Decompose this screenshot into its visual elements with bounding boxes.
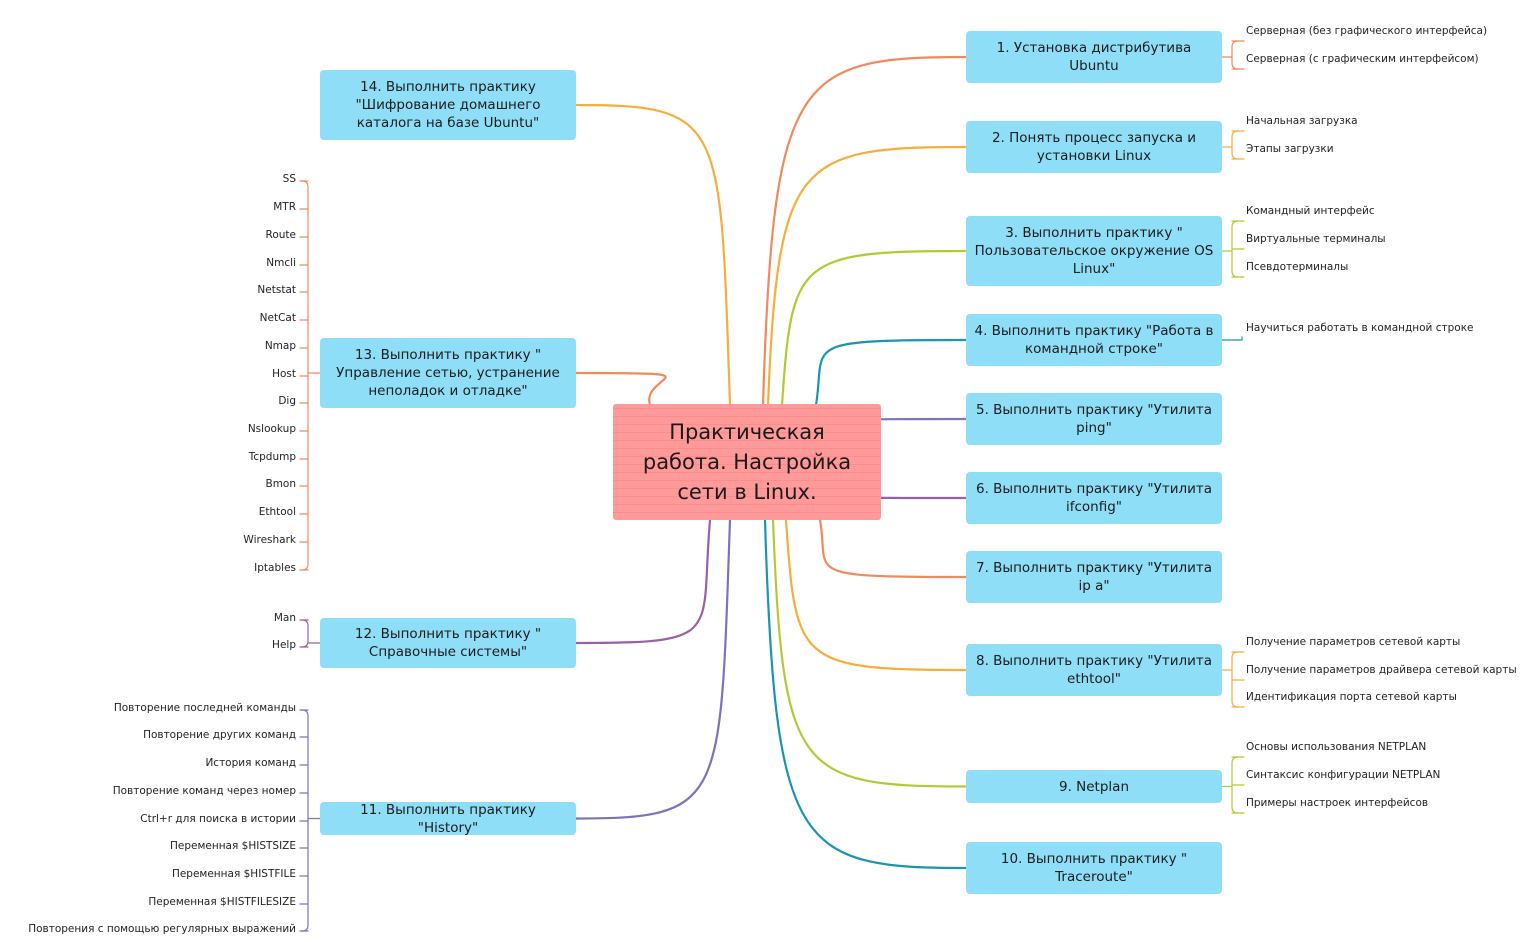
topic-5[interactable]: 5. Выполнить практику "Утилита ping"	[966, 393, 1222, 445]
topic-2[interactable]: 2. Понять процесс запуска и установки Li…	[966, 121, 1222, 173]
subtopic-bracket	[301, 619, 309, 648]
subtopic[interactable]: Синтаксис конфигурации NETPLAN	[1246, 769, 1441, 781]
subtopic[interactable]: Nslookup	[247, 423, 296, 435]
topic-connector-1	[761, 55, 968, 407]
topic-12[interactable]: 12. Выполнить практику " Справочные сист…	[320, 618, 576, 668]
subtopic[interactable]: SS	[282, 173, 296, 185]
topic-label: 3. Выполнить практику " Пользовательское…	[974, 225, 1214, 277]
subtopic[interactable]: Ctrl+r для поиска в истории	[140, 813, 296, 825]
topic-label: 14. Выполнить практику "Шифрование домаш…	[355, 79, 541, 131]
subtopic[interactable]: Этапы загрузки	[1246, 143, 1334, 155]
subtopic[interactable]: Bmon	[265, 478, 296, 490]
topic-4[interactable]: 4. Выполнить практику "Работа в командно…	[966, 314, 1222, 366]
topic-11[interactable]: 11. Выполнить практику "History"	[320, 801, 576, 836]
subtopic[interactable]: Переменная $HISTSIZE	[169, 840, 296, 852]
central-topic-label: Практическая работа. Настройка сети в Li…	[642, 420, 852, 504]
subtopic[interactable]: Help	[272, 639, 296, 651]
topic-9[interactable]: 9. Netplan	[966, 770, 1222, 803]
topic-7[interactable]: 7. Выполнить практику "Утилита ip a"	[966, 551, 1222, 603]
subtopic-bracket	[1231, 130, 1239, 160]
subtopic[interactable]: Nmap	[264, 340, 296, 352]
topic-label: 5. Выполнить практику "Утилита ping"	[975, 402, 1213, 436]
topic-connector-14	[574, 103, 732, 407]
central-topic[interactable]: Практическая работа. Настройка сети в Li…	[613, 404, 881, 520]
subtopic[interactable]: Получение параметров драйвера сетевой ка…	[1246, 664, 1517, 676]
subtopic[interactable]: Научиться работать в командной строке	[1246, 322, 1474, 334]
topic-connector-8	[784, 518, 968, 672]
subtopic[interactable]: Получение параметров сетевой карты	[1246, 636, 1461, 648]
topic-connector-10	[763, 518, 968, 870]
subtopic[interactable]: История команд	[205, 757, 296, 769]
topic-14[interactable]: 14. Выполнить практику "Шифрование домаш…	[320, 70, 576, 140]
subtopic-connector	[1221, 336, 1243, 341]
topic-label: 10. Выполнить практику " Traceroute"	[1000, 851, 1188, 885]
subtopic[interactable]: Виртуальные терминалы	[1246, 233, 1386, 245]
subtopic[interactable]: Переменная $HISTFILESIZE	[148, 896, 296, 908]
topic-label: 12. Выполнить практику " Справочные сист…	[354, 626, 542, 660]
topic-connector-3	[780, 249, 968, 407]
subtopic[interactable]: Повторение последней команды	[113, 702, 296, 714]
subtopic[interactable]: Iptables	[254, 562, 296, 574]
topic-label: 13. Выполнить практику " Управление сеть…	[336, 347, 560, 399]
subtopic[interactable]: Повторение команд через номер	[112, 785, 296, 797]
topic-connector-11	[574, 518, 732, 820]
topic-connector-2	[766, 145, 968, 407]
topic-label: 8. Выполнить практику "Утилита ethtool"	[975, 653, 1213, 687]
subtopic[interactable]: Основы использования NETPLAN	[1246, 741, 1427, 753]
subtopic[interactable]: Серверная (без графического интерфейса)	[1246, 25, 1488, 37]
subtopic[interactable]: Nmcli	[266, 257, 296, 269]
topic-13[interactable]: 13. Выполнить практику " Управление сеть…	[320, 338, 576, 408]
subtopic[interactable]: Wireshark	[243, 534, 296, 546]
topic-10[interactable]: 10. Выполнить практику " Traceroute"	[966, 842, 1222, 894]
subtopic[interactable]: Переменная $HISTFILE	[171, 868, 296, 880]
subtopic[interactable]: Командный интерфейс	[1246, 205, 1375, 217]
subtopic-bracket	[1231, 40, 1239, 70]
topic-label: 1. Установка дистрибутива Ubuntu	[996, 40, 1192, 74]
topic-6[interactable]: 6. Выполнить практику "Утилита ifconfig"	[966, 472, 1222, 524]
subtopic[interactable]: Man	[273, 612, 296, 624]
subtopic[interactable]: Route	[265, 229, 296, 241]
topic-label: 6. Выполнить практику "Утилита ifconfig"	[975, 481, 1213, 515]
topic-label: 11. Выполнить практику "History"	[360, 801, 536, 836]
topic-connector-12	[574, 518, 712, 645]
topic-label: 9. Netplan	[1058, 778, 1130, 795]
topic-connector-13	[574, 371, 667, 407]
topic-3[interactable]: 3. Выполнить практику " Пользовательское…	[966, 216, 1222, 286]
topic-label: 4. Выполнить практику "Работа в командно…	[974, 323, 1214, 357]
subtopic[interactable]: Ethtool	[258, 506, 296, 518]
subtopic[interactable]: Псевдотерминалы	[1246, 261, 1349, 273]
subtopic[interactable]: Dig	[278, 395, 296, 407]
subtopic[interactable]: Начальная загрузка	[1246, 115, 1358, 127]
subtopic[interactable]: Идентификация порта сетевой карты	[1246, 691, 1457, 703]
topic-1[interactable]: 1. Установка дистрибутива Ubuntu	[966, 31, 1222, 83]
topic-label: 2. Понять процесс запуска и установки Li…	[991, 130, 1197, 164]
subtopic[interactable]: NetCat	[259, 312, 296, 324]
topic-8[interactable]: 8. Выполнить практику "Утилита ethtool"	[966, 644, 1222, 696]
subtopic[interactable]: Host	[272, 368, 296, 380]
topic-label: 7. Выполнить практику "Утилита ip a"	[975, 560, 1213, 594]
subtopic[interactable]: Повторения с помощью регулярных выражени…	[28, 923, 296, 935]
subtopic[interactable]: Серверная (с графическим интерфейсом)	[1246, 53, 1479, 65]
subtopic[interactable]: Netstat	[257, 284, 296, 296]
subtopic[interactable]: MTR	[273, 201, 296, 213]
subtopic[interactable]: Примеры настроек интерфейсов	[1246, 797, 1429, 809]
topic-connector-7	[818, 518, 968, 579]
topic-connector-4	[814, 338, 968, 407]
subtopic[interactable]: Повторение других команд	[143, 729, 296, 741]
topic-connector-9	[771, 518, 968, 788]
subtopic[interactable]: Tcpdump	[248, 451, 296, 463]
